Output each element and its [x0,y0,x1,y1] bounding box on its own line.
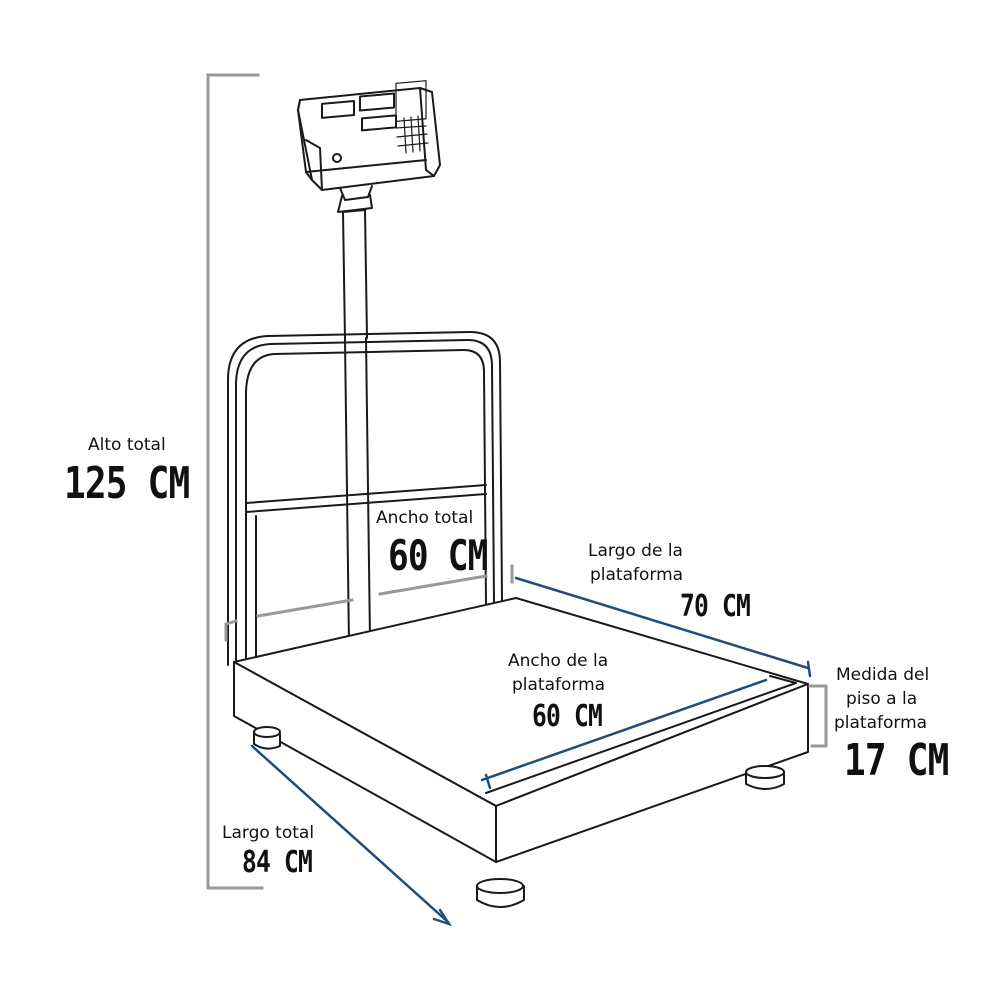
width-dimension-line-right [378,574,488,596]
alto-total-value: 125 CM [64,458,190,509]
ancho-total-value: 60 CM [388,531,488,580]
lcd-window-1 [321,100,355,119]
platform-width-tick [484,773,492,790]
floor-height-bracket [808,684,828,748]
medida-piso-caption-line2: piso a la [846,689,918,709]
largo-total-caption: Largo total [222,823,315,843]
ancho-plataforma-caption-line2: plataforma [512,675,606,695]
platform-length-line [514,576,810,670]
total-length-arrow [432,908,452,927]
total-length-line [250,744,450,924]
largo-plataforma-caption-line2: plataforma [590,565,684,585]
feet [253,726,785,908]
width-dimension-left [224,619,238,642]
alto-total-caption: Alto total [88,435,166,455]
platform [233,597,809,863]
platform-length-tick [806,660,812,678]
ancho-plataforma-value: 60 CM [532,699,603,734]
largo-plataforma-caption-line1: Largo de la [588,541,683,561]
largo-total-value: 84 CM [242,845,313,880]
medida-piso-caption-line1: Medida del [836,665,930,685]
medida-piso-value: 17 CM [844,735,949,786]
medida-piso-caption-line3: plataforma [834,713,928,733]
lcd-window-2 [359,92,395,112]
back-frame [227,331,503,666]
keypad [395,80,429,154]
largo-plataforma-value: 70 CM [680,589,751,624]
logo-mark [332,153,342,163]
width-dimension-line-left [256,598,354,618]
ancho-plataforma-caption-line1: Ancho de la [508,651,609,671]
ancho-total-caption: Ancho total [376,508,474,528]
indicator-head [297,80,441,213]
height-dimension-bracket [206,73,264,890]
column [342,209,368,341]
platform-width-line [480,678,768,782]
